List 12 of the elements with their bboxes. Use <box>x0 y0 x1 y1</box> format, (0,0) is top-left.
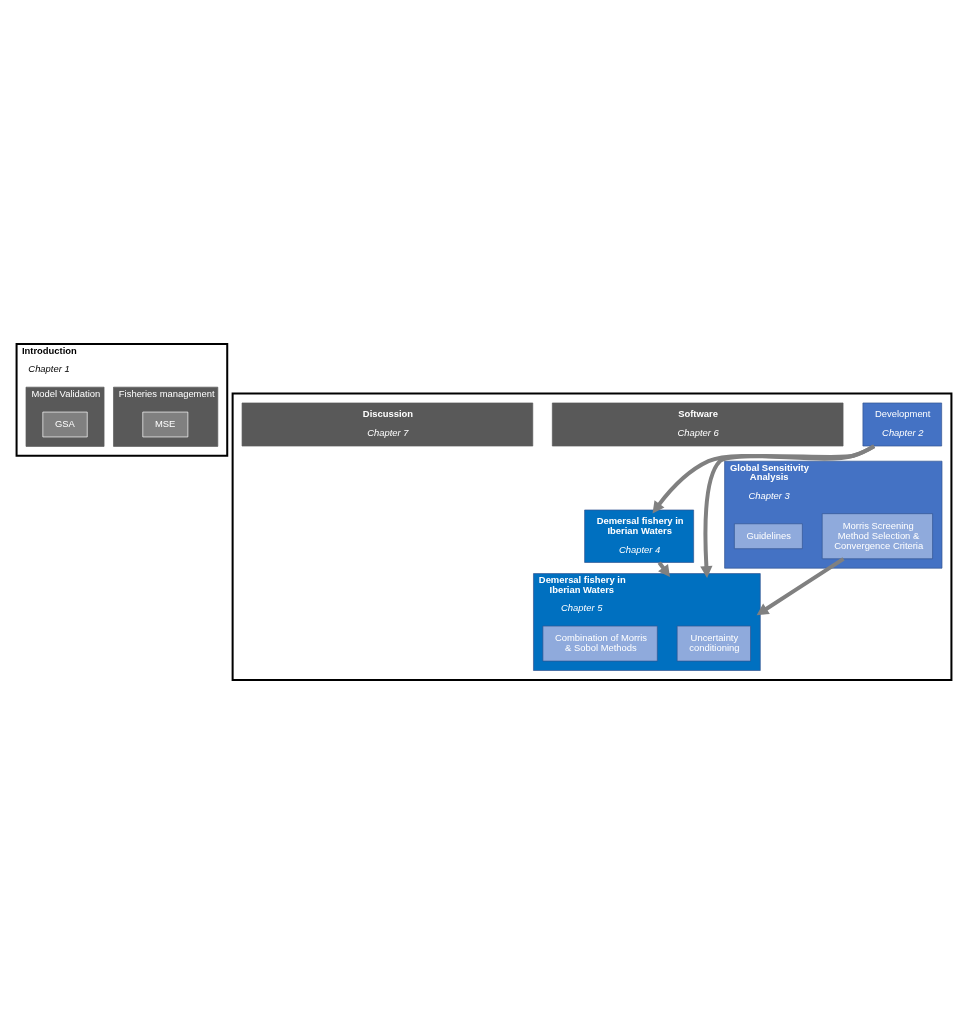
node-box: Discussion Chapter 7 <box>241 402 534 447</box>
node-box: Uncertainty conditioning <box>676 625 751 662</box>
node-box: Combination of Morris & Sobol Methods <box>542 625 658 662</box>
node-box: Guidelines <box>734 523 803 549</box>
cluster <box>231 392 953 681</box>
node-box: GSA <box>42 411 88 438</box>
node-box: Software Chapter 6 <box>551 402 844 447</box>
node-box: Demersal fishery in Iberian Waters Chapter 4 <box>584 509 694 563</box>
arrow <box>700 444 876 578</box>
node-box: Development Chapter 2 <box>862 402 942 447</box>
node-box: MSE <box>142 411 189 438</box>
node-box: Morris Screening Method Selection & Convergence Criteria <box>821 513 933 560</box>
